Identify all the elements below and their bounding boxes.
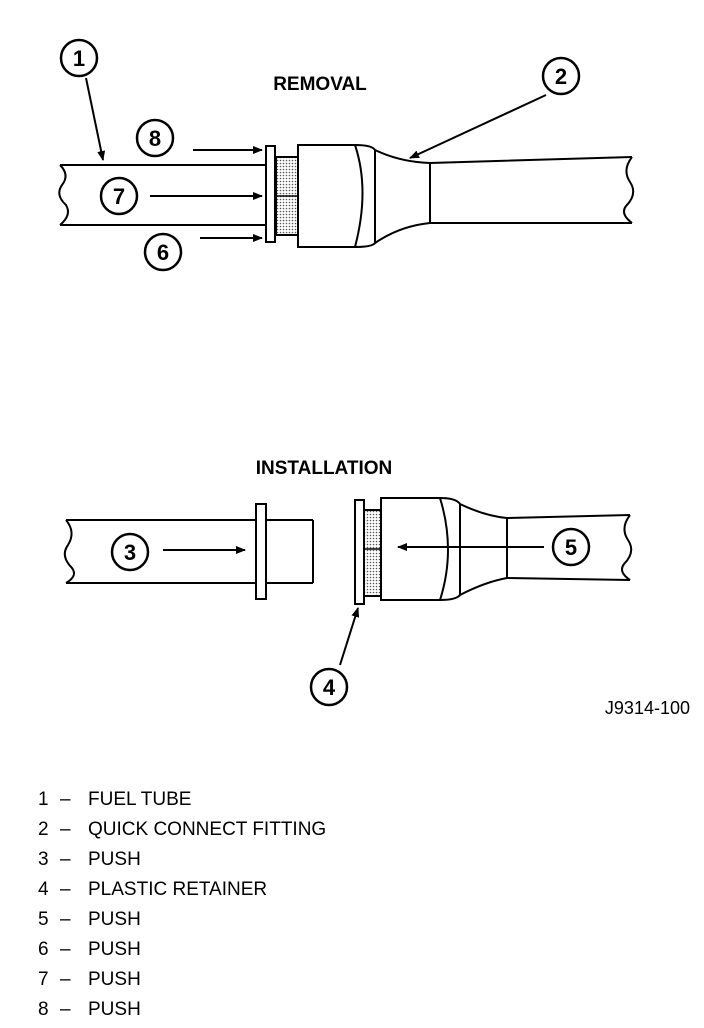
installation-plastic-retainer <box>354 499 382 605</box>
installation-title: INSTALLATION <box>256 458 393 479</box>
removal-quick-connect-fitting <box>297 144 635 248</box>
removal-push-arrows <box>150 146 263 242</box>
legend-list: 1–FUEL TUBE 2–QUICK CONNECT FITTING 3–PU… <box>38 788 326 1028</box>
removal-title: REMOVAL <box>273 74 367 95</box>
legend-num: 3 <box>38 849 49 870</box>
legend-sep: – <box>60 969 71 990</box>
legend-text: PUSH <box>88 939 141 960</box>
svg-text:6: 6 <box>157 240 169 265</box>
callout-2: 2 <box>541 56 581 96</box>
svg-text:5: 5 <box>565 535 577 560</box>
fuel-fitting-diagram: REMOVAL 1 2 8 <box>58 38 690 718</box>
legend-text: PLASTIC RETAINER <box>88 879 268 900</box>
legend-sep: – <box>60 849 71 870</box>
installation-fuel-tube <box>63 503 314 600</box>
legend-num: 8 <box>38 999 49 1020</box>
installation-push-arrows <box>163 543 544 666</box>
legend-item: 5–PUSH <box>38 908 326 938</box>
legend-sep: – <box>60 999 71 1020</box>
callout-1: 1 <box>59 38 99 78</box>
legend-sep: – <box>60 939 71 960</box>
svg-text:7: 7 <box>113 184 125 209</box>
legend-sep: – <box>60 879 71 900</box>
svg-text:8: 8 <box>149 126 161 151</box>
legend-text: FUEL TUBE <box>88 789 192 810</box>
legend-sep: – <box>60 789 71 810</box>
legend-sep: – <box>60 909 71 930</box>
leader-1 <box>85 77 106 161</box>
legend-item: 8–PUSH <box>38 998 326 1028</box>
legend-num: 5 <box>38 909 49 930</box>
legend-item: 6–PUSH <box>38 938 326 968</box>
legend-num: 1 <box>38 789 49 810</box>
legend-item: 7–PUSH <box>38 968 326 998</box>
callout-3: 3 <box>110 532 150 572</box>
svg-text:2: 2 <box>555 64 567 89</box>
legend-text: PUSH <box>88 969 141 990</box>
legend-num: 6 <box>38 939 49 960</box>
legend-text: PUSH <box>88 849 141 870</box>
svg-text:3: 3 <box>124 540 136 565</box>
legend-item: 1–FUEL TUBE <box>38 788 326 818</box>
installation-quick-connect-fitting <box>380 497 633 601</box>
callout-5: 5 <box>551 527 591 567</box>
svg-text:4: 4 <box>323 675 336 700</box>
legend-text: PUSH <box>88 999 141 1020</box>
legend-item: 4–PLASTIC RETAINER <box>38 878 326 908</box>
legend-num: 7 <box>38 969 49 990</box>
legend-item: 2–QUICK CONNECT FITTING <box>38 818 326 848</box>
removal-fuel-tube <box>58 164 270 226</box>
figure-code: J9314-100 <box>605 698 690 718</box>
legend-text: PUSH <box>88 909 141 930</box>
legend-item: 3–PUSH <box>38 848 326 878</box>
callout-8: 8 <box>135 118 175 158</box>
callout-7: 7 <box>99 176 139 216</box>
svg-text:1: 1 <box>73 46 85 71</box>
legend-sep: – <box>60 819 71 840</box>
callout-6: 6 <box>143 232 183 272</box>
legend-num: 2 <box>38 819 49 840</box>
leader-4 <box>339 607 360 666</box>
removal-plastic-retainer <box>265 145 299 243</box>
callout-4: 4 <box>309 667 349 707</box>
legend-num: 4 <box>38 879 49 900</box>
legend-text: QUICK CONNECT FITTING <box>88 819 327 840</box>
removal-leader-lines <box>85 77 547 161</box>
leader-2 <box>409 94 547 159</box>
